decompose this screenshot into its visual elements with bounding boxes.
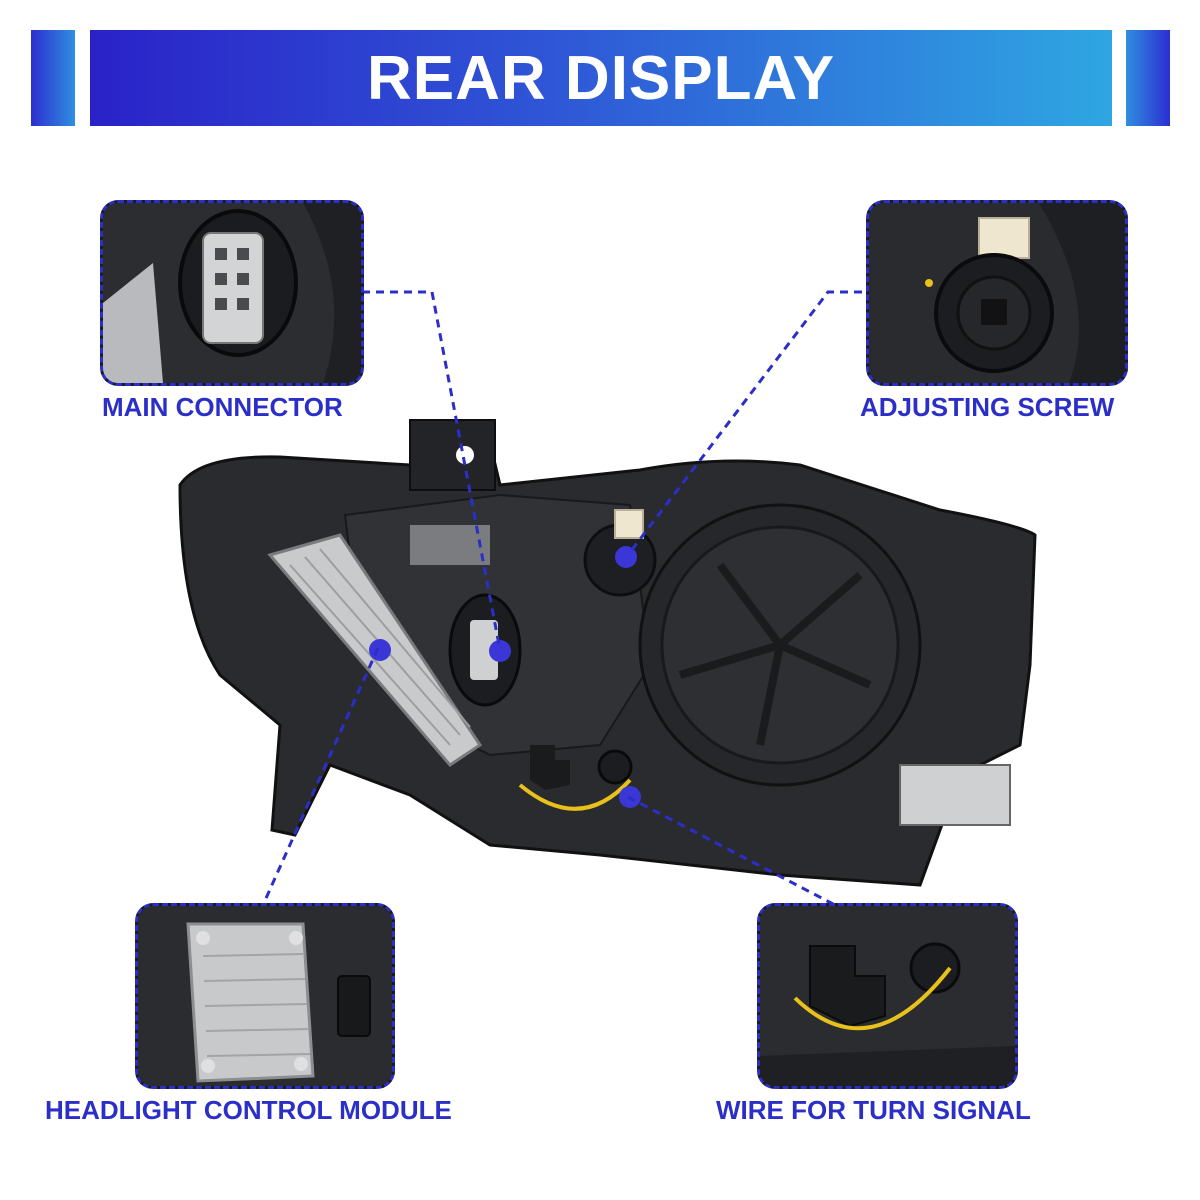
inset-main-connector — [100, 200, 364, 386]
page-title: REAR DISPLAY — [367, 43, 835, 113]
header-banner: REAR DISPLAY — [90, 30, 1112, 126]
control-module-image — [138, 906, 392, 1086]
banner-left-accent — [31, 30, 75, 126]
inset-control-module — [135, 903, 395, 1089]
label-main-connector: MAIN CONNECTOR — [102, 392, 343, 422]
inset-adjusting-screw — [866, 200, 1128, 386]
label-adjusting-screw: ADJUSTING SCREW — [860, 392, 1115, 422]
headlight-housing-illustration — [178, 419, 1037, 887]
label-control-module: HEADLIGHT CONTROL MODULE — [45, 1095, 452, 1125]
banner-right-accent — [1126, 30, 1170, 126]
main-connector-image — [103, 203, 361, 383]
turn-signal-wire-image — [760, 906, 1015, 1086]
label-turn-signal-wire: WIRE FOR TURN SIGNAL — [716, 1095, 1031, 1125]
inset-turn-signal-wire — [757, 903, 1018, 1089]
adjusting-screw-image — [869, 203, 1125, 383]
headlight-rear-image — [160, 415, 1060, 890]
